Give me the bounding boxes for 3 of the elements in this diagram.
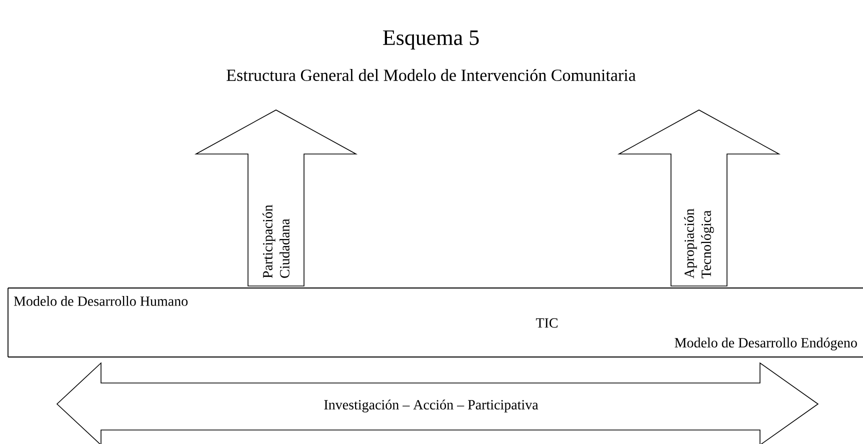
band: Modelo de Desarrollo Humano TIC Modelo de Desarrollo Endógeno: [8, 288, 863, 358]
title: Esquema 5: [383, 30, 479, 50]
subtitle: Estructura General del Modelo de Intervención Comunitaria: [226, 69, 636, 81]
